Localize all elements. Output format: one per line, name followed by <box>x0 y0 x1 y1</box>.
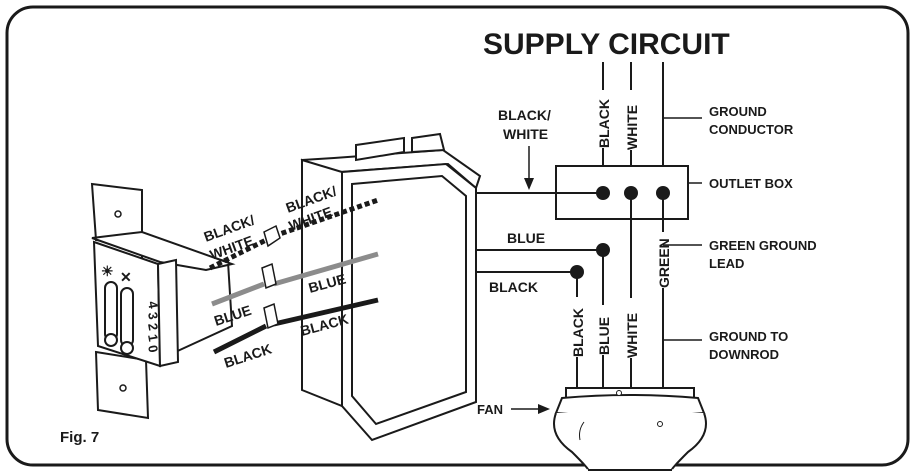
outlet-box-label: OUTLET BOX <box>709 176 793 191</box>
black-run-label: BLACK <box>489 279 538 295</box>
speed-1: 1 <box>145 333 161 343</box>
green-ground-lead-label-2: LEAD <box>709 256 744 271</box>
switch-black-wire-a <box>212 323 268 355</box>
fan-blue-label: BLUE <box>596 317 612 355</box>
fan-arrowhead <box>538 404 550 414</box>
fan-icon: ✕ <box>120 269 132 285</box>
speed-2: 2 <box>145 322 161 332</box>
wire-nuts <box>261 224 281 330</box>
ground-conductor-label-1: GROUND <box>709 104 767 119</box>
supply-black-label: BLACK <box>596 99 612 148</box>
speed-0: 0 <box>145 344 161 354</box>
speed-4: 4 <box>145 300 161 310</box>
speed-3: 3 <box>145 311 161 321</box>
black-white-label-1: BLACK/ <box>498 107 551 123</box>
green-vertical-label: GREEN <box>656 238 672 288</box>
wire-nut-black <box>263 302 279 330</box>
junction-black-white <box>596 186 610 200</box>
figure-label: Fig. 7 <box>60 429 99 446</box>
switch-blue-wire-b <box>273 251 379 287</box>
switch-black-wire-b <box>273 297 379 327</box>
blue-run-label: BLUE <box>507 230 545 246</box>
fan-black-label: BLACK <box>570 308 586 357</box>
wire-nut-black-white <box>263 224 281 248</box>
ground-to-downrod-label-1: GROUND TO <box>709 329 788 344</box>
light-icon: ☀ <box>101 263 114 279</box>
switch-blue-wire-a <box>211 281 265 307</box>
speed-scale: 4 3 2 1 0 <box>145 300 161 354</box>
fan-canopy <box>553 387 707 471</box>
fan-label: FAN <box>477 402 503 417</box>
wire-nut-blue <box>261 262 277 290</box>
black-white-arrowhead <box>524 178 534 190</box>
black-white-label-2: WHITE <box>503 126 548 142</box>
diagram-title: SUPPLY CIRCUIT <box>483 28 730 61</box>
fan-white-label: WHITE <box>624 313 640 358</box>
switch-black-white-wire-a <box>208 237 268 271</box>
ground-to-downrod-label-2: DOWNROD <box>709 347 779 362</box>
switch-black-white-wire-b <box>273 197 379 239</box>
ground-conductor-label-2: CONDUCTOR <box>709 122 794 137</box>
supply-white-label: WHITE <box>624 105 640 150</box>
green-ground-lead-label-1: GREEN GROUND <box>709 238 817 253</box>
